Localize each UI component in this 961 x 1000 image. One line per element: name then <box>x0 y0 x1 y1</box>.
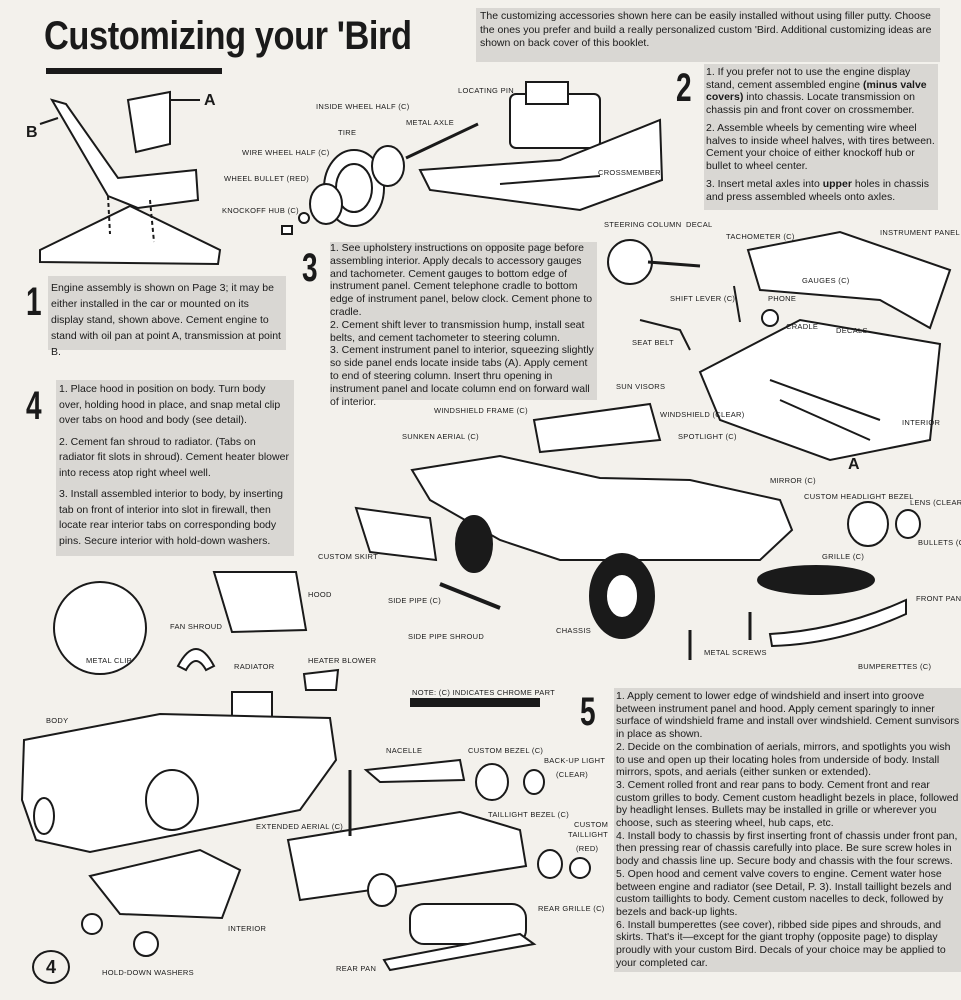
label-seat-belt: SEAT BELT <box>632 338 674 347</box>
label-windshield: WINDSHIELD (CLEAR) <box>660 410 745 419</box>
label-bullets: BULLETS (C) <box>918 538 961 547</box>
label-holddown-washers: HOLD-DOWN WASHERS <box>102 968 194 977</box>
label-tachometer: TACHOMETER (C) <box>726 232 795 241</box>
label-metal-screws: METAL SCREWS <box>704 648 767 657</box>
step-2-number: 2 <box>676 66 692 110</box>
label-nacelle: NACELLE <box>386 746 423 755</box>
label-wire-wheel-half: WIRE WHEEL HALF (C) <box>242 148 330 157</box>
label-fan-shroud: FAN SHROUD <box>170 622 223 631</box>
step-3-text: 1. See upholstery instructions on opposi… <box>330 242 597 408</box>
step-2-text: 1. If you prefer not to use the engine d… <box>704 64 938 210</box>
label-extended-aerial: EXTENDED AERIAL (C) <box>256 822 344 831</box>
label-phone: PHONE <box>768 294 797 303</box>
step-3-number: 3 <box>302 246 318 290</box>
label-wheel-bullet: WHEEL BULLET (RED) <box>224 174 309 183</box>
label-interior-bottom: INTERIOR <box>228 924 267 933</box>
body-interior-drawing <box>20 712 338 957</box>
label-custom-taillight-3: (RED) <box>576 844 599 853</box>
label-body: BODY <box>46 716 69 725</box>
label-custom-headlight-bezel: CUSTOM HEADLIGHT BEZEL <box>804 492 914 501</box>
step-4-number: 4 <box>26 384 42 428</box>
label-mirror: MIRROR (C) <box>770 476 816 485</box>
label-interior-top: INTERIOR <box>902 418 941 427</box>
step-4-text: 1. Place hood in position on body. Turn … <box>56 380 294 556</box>
label-steering-column: STEERING COLUMN <box>604 220 682 229</box>
page-number: 4 <box>32 950 70 984</box>
label-spotlight: SPOTLIGHT (C) <box>678 432 737 441</box>
step-1-text: Engine assembly is shown on Page 3; it m… <box>48 276 286 358</box>
label-metal-clip: METAL CLIP <box>86 656 132 665</box>
label-decal: DECAL <box>686 220 713 229</box>
engine-stand-drawing <box>39 90 222 266</box>
label-windshield-frame: WINDSHIELD FRAME (C) <box>434 406 528 415</box>
label-rear-grille: REAR GRILLE (C) <box>538 904 605 913</box>
label-grille: GRILLE (C) <box>822 552 865 561</box>
point-b-label: B <box>26 124 38 141</box>
label-locating-pin: LOCATING PIN <box>458 86 514 95</box>
label-crossmember: CROSSMEMBER <box>598 168 661 177</box>
label-custom-skirt: CUSTOM SKIRT <box>318 552 378 561</box>
intro-paragraph: The customizing accessories shown here c… <box>476 8 940 62</box>
label-backup-light-clear: (CLEAR) <box>556 770 589 779</box>
interior-assembly-drawing <box>607 230 952 462</box>
step-1-number: 1 <box>26 280 42 324</box>
label-side-pipe-shroud: SIDE PIPE SHROUD <box>408 632 485 641</box>
label-side-pipe: SIDE PIPE (C) <box>388 596 442 605</box>
label-tire: TIRE <box>338 128 357 137</box>
page-title: Customizing your 'Bird <box>44 14 412 58</box>
label-chassis: CHASSIS <box>556 626 592 635</box>
wheel-assembly-drawing <box>281 122 479 235</box>
step-5-number: 5 <box>580 690 596 734</box>
step-5-text: 1. Apply cement to lower edge of windshi… <box>614 688 961 972</box>
label-decals: DECALS <box>836 326 868 335</box>
label-cradle: CRADLE <box>786 322 819 331</box>
label-shift-lever: SHIFT LEVER (C) <box>670 294 736 303</box>
title-underline <box>46 68 222 74</box>
label-bumperettes: BUMPERETTES (C) <box>858 662 932 671</box>
label-inside-wheel-half: INSIDE WHEEL HALF (C) <box>316 102 410 111</box>
label-metal-axle: METAL AXLE <box>406 118 455 127</box>
label-hood: HOOD <box>308 590 332 599</box>
label-taillight-bezel: TAILLIGHT BEZEL (C) <box>488 810 569 819</box>
point-a-label: A <box>204 92 216 109</box>
label-radiator: RADIATOR <box>234 662 275 671</box>
label-custom-bezel: CUSTOM BEZEL (C) <box>468 746 544 755</box>
tab-a-label: A <box>848 456 860 473</box>
label-sunken-aerial: SUNKEN AERIAL (C) <box>402 432 479 441</box>
chrome-note: NOTE: (C) INDICATES CHROME PART <box>412 688 556 697</box>
label-instrument-panel: INSTRUMENT PANEL <box>880 228 960 237</box>
label-custom-taillight-2: TAILLIGHT <box>568 830 609 839</box>
label-sun-visors: SUN VISORS <box>616 382 666 391</box>
note-underline <box>410 698 540 707</box>
rear-assembly-drawing <box>286 758 591 972</box>
car-body-drawing <box>354 402 921 660</box>
label-heater-blower: HEATER BLOWER <box>308 656 377 665</box>
label-front-pan: FRONT PAN <box>916 594 961 603</box>
label-rear-pan: REAR PAN <box>336 964 377 973</box>
label-custom-taillight: CUSTOM <box>574 820 609 829</box>
label-backup-light: BACK-UP LIGHT <box>544 756 606 765</box>
label-lens: LENS (CLEAR) <box>910 498 961 507</box>
engine-chassis-drawing <box>418 81 664 212</box>
label-gauges: GAUGES (C) <box>802 276 850 285</box>
hood-radiator-drawing <box>53 571 340 719</box>
label-knockoff-hub: KNOCKOFF HUB (C) <box>222 206 299 215</box>
